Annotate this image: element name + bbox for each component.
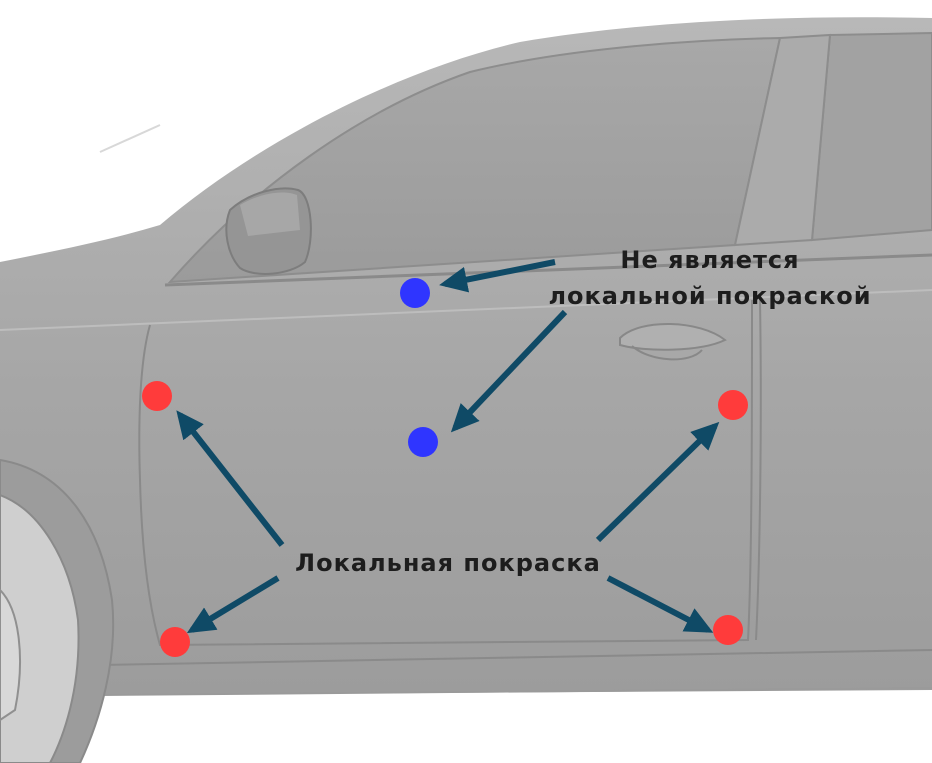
arrows <box>176 259 720 634</box>
arrow-to-red-front-upper <box>176 410 285 547</box>
not-local-point-top <box>400 278 430 308</box>
front-tire <box>0 493 80 763</box>
not-local-label-line2: локальной покраской <box>548 282 872 310</box>
arrow-to-blue-top <box>439 259 556 293</box>
sill-line <box>99 649 932 666</box>
front-door-outline <box>138 299 753 647</box>
local-point-front-lower <box>160 627 190 657</box>
rear-door-edge <box>755 299 762 641</box>
arrow-to-blue-middle <box>450 309 568 433</box>
local-point-rear-upper <box>718 390 748 420</box>
not-local-point-middle <box>408 427 438 457</box>
rocker-line <box>99 687 932 696</box>
door-handle <box>619 322 727 361</box>
b-pillar <box>733 33 832 247</box>
wheel-rim <box>0 588 21 722</box>
window-sill <box>164 253 932 287</box>
shoulder-line <box>0 289 932 331</box>
side-mirror <box>225 187 312 275</box>
local-point-front-upper <box>142 381 172 411</box>
arrow-to-red-rear-upper <box>595 421 720 543</box>
local-paint-label: Локальная покраска <box>295 549 601 577</box>
not-local-label-line1: Не является <box>620 246 800 274</box>
local-point-rear-lower <box>713 615 743 645</box>
arrow-to-red-rear-lower <box>606 575 714 633</box>
rear-window <box>810 31 932 242</box>
hood-line <box>99 124 161 153</box>
arrow-to-red-front-lower <box>186 575 280 634</box>
not-local-paint-label: Не является локальной покраской <box>520 242 900 314</box>
